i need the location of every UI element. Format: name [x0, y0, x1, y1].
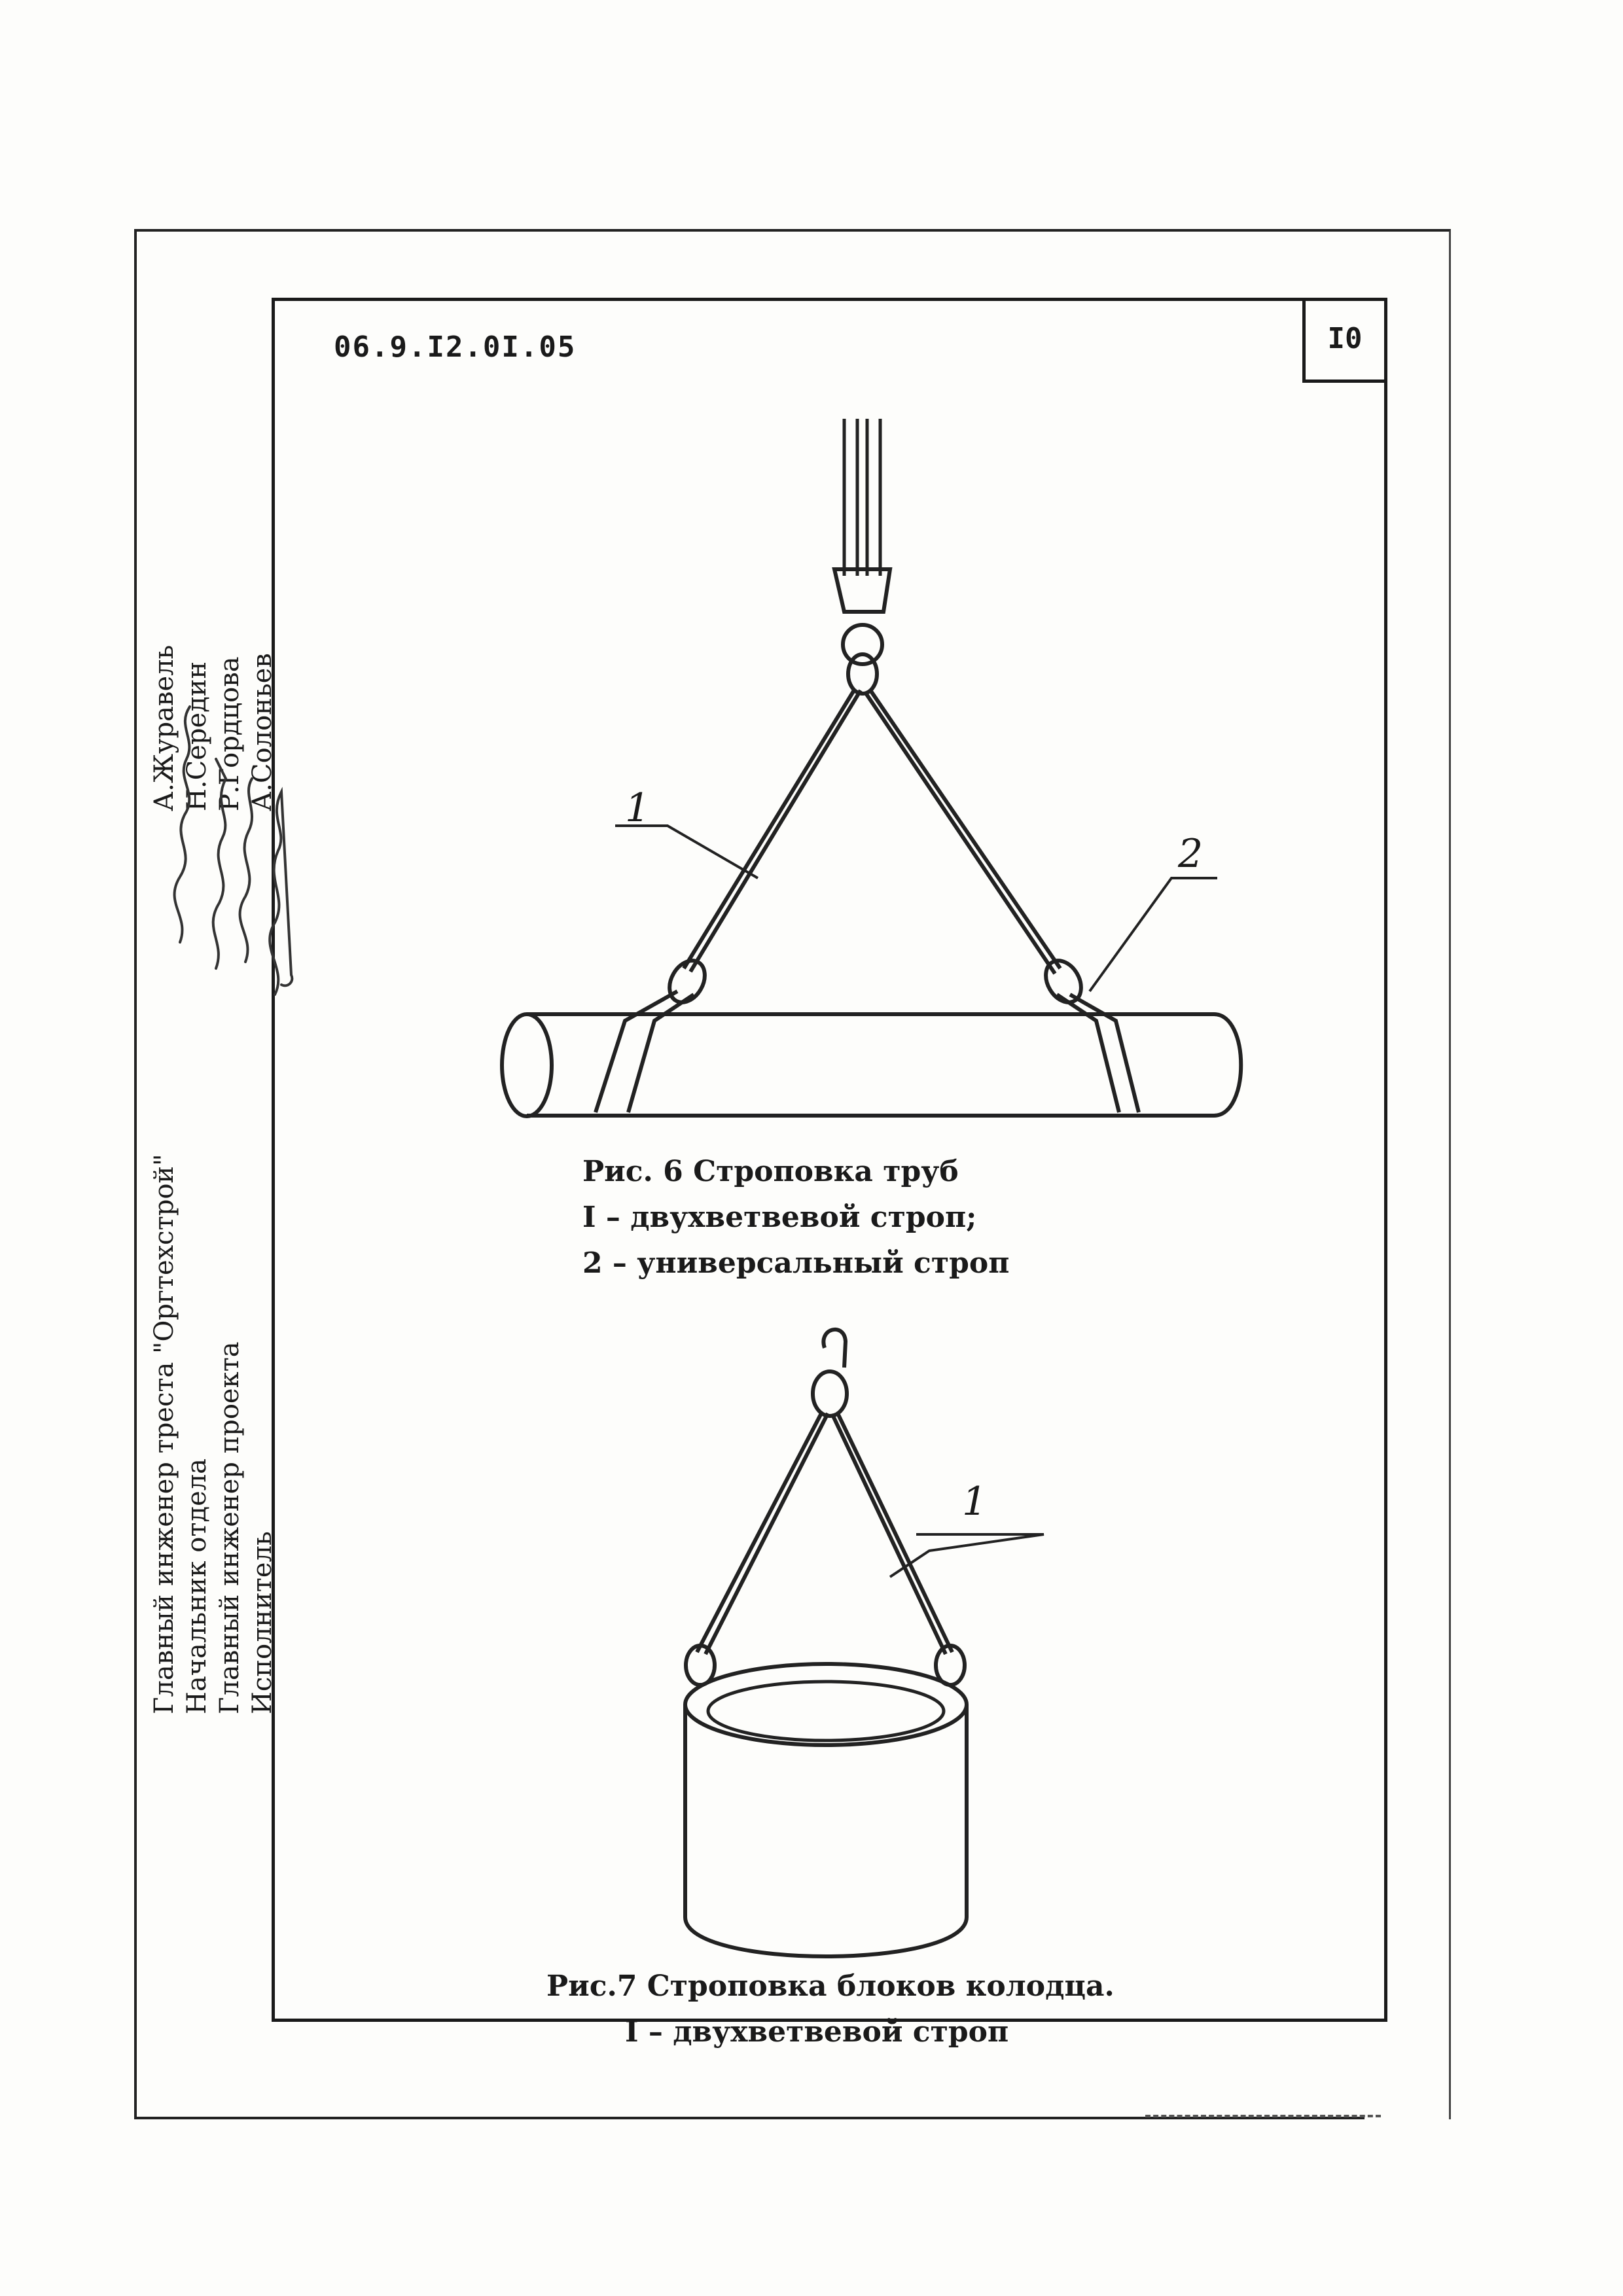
sling-branch-left	[682, 689, 856, 970]
sheet-frame	[272, 298, 1387, 2022]
bottom-dashed-border	[1145, 2115, 1381, 2117]
master-link	[846, 652, 879, 696]
sling-right-fig7	[836, 1412, 954, 1653]
hook	[821, 1328, 848, 1368]
leader-line-1	[615, 824, 759, 879]
figure7-caption-title: Рис.7 Строповка блоков колодца.	[546, 1969, 1115, 2003]
figure7-caption-line1: I – двухветвевой строп	[625, 2015, 1009, 2049]
shackle-left	[668, 959, 707, 1004]
pipe-end	[500, 1012, 554, 1118]
sling-left-fig7	[695, 1412, 823, 1653]
leader-line-fig7	[889, 1533, 1044, 1578]
ring-block-top	[683, 1662, 969, 1747]
figure6-caption-line1: I – двухветвевой строп;	[582, 1201, 977, 1234]
bottom-border	[134, 2117, 1364, 2119]
figure6-caption-title: Рис. 6 Строповка труб	[582, 1155, 959, 1188]
master-link-fig7	[811, 1369, 849, 1418]
figure6-label-2: 2	[1178, 831, 1204, 877]
pipe	[527, 1012, 1243, 1118]
figure7-label-1: 1	[962, 1479, 988, 1525]
document-code: 06.9.I2.0I.05	[334, 330, 577, 364]
sling-branch-right	[868, 689, 1062, 970]
shackle-right	[1044, 959, 1083, 1004]
leader-line-2	[1088, 877, 1217, 993]
outer-frame	[134, 229, 1451, 2119]
figure6-caption-line2: 2 – универсальный строп	[582, 1246, 1010, 1280]
figure6-label-1: 1	[625, 785, 651, 831]
shackle-left-fig7	[684, 1644, 717, 1687]
hook-block	[832, 567, 893, 614]
page-number: I0	[1302, 298, 1384, 383]
hook-ring	[841, 623, 884, 666]
ring-block-body	[683, 1704, 969, 1958]
